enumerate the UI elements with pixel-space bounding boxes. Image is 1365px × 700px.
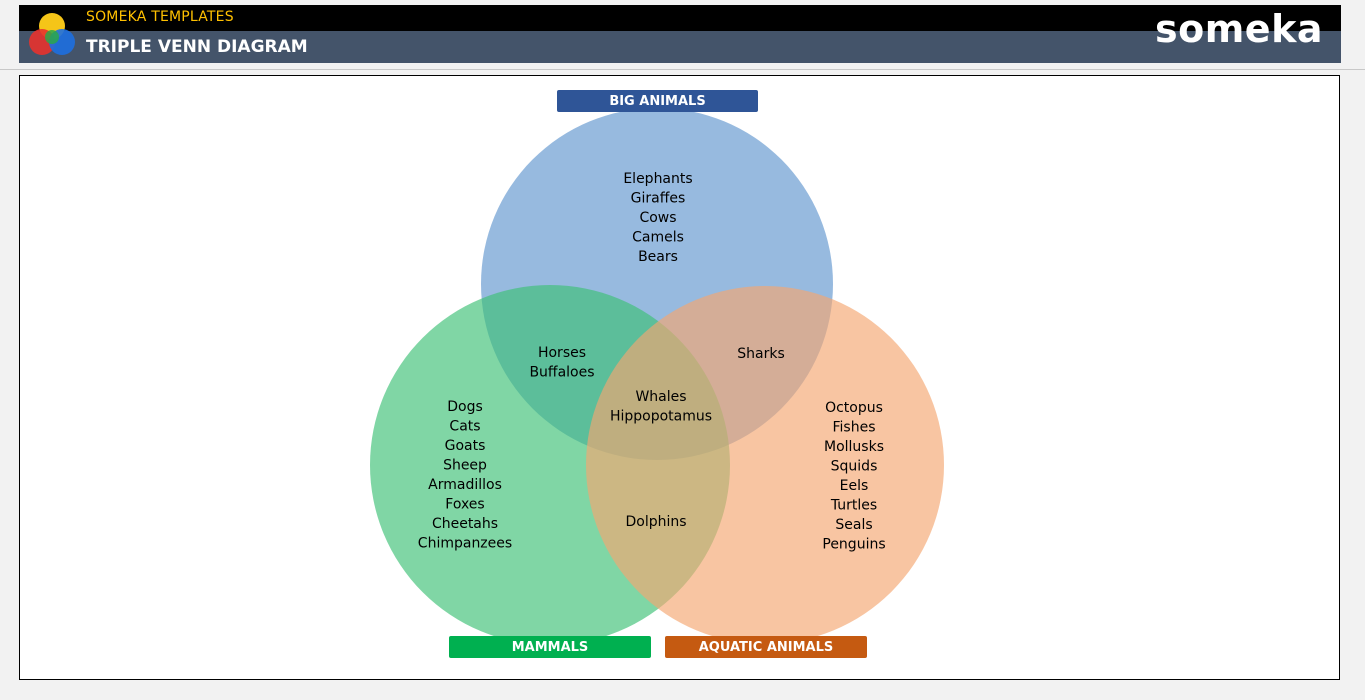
region-big-aquatic: Sharks bbox=[737, 346, 785, 362]
region-item: Cats bbox=[449, 419, 480, 435]
region-mammals-only: DogsCatsGoatsSheepArmadillosFoxesCheetah… bbox=[418, 399, 512, 552]
region-item: Cows bbox=[639, 210, 676, 226]
aquatic-animals-label: AQUATIC ANIMALS bbox=[665, 636, 867, 658]
region-item: Chimpanzees bbox=[418, 536, 512, 552]
page-title: TRIPLE VENN DIAGRAM bbox=[86, 37, 308, 57]
region-item: Bears bbox=[638, 249, 678, 265]
region-item: Buffaloes bbox=[529, 365, 594, 381]
big-animals-label: BIG ANIMALS bbox=[557, 90, 758, 112]
region-item: Camels bbox=[632, 230, 684, 246]
header-bottom-band bbox=[19, 31, 1341, 63]
region-item: Squids bbox=[831, 459, 878, 475]
region-item: Octopus bbox=[825, 400, 883, 416]
region-item: Horses bbox=[538, 345, 586, 361]
region-item: Cheetahs bbox=[432, 516, 498, 532]
venn-logo-icon bbox=[29, 13, 75, 55]
someka-logo: someka bbox=[1154, 7, 1323, 51]
region-item: Hippopotamus bbox=[610, 409, 712, 425]
mammals-label: MAMMALS bbox=[449, 636, 651, 658]
region-item: Turtles bbox=[830, 498, 877, 514]
brand-name: SOMEKA TEMPLATES bbox=[86, 9, 234, 25]
region-item: Elephants bbox=[623, 171, 692, 187]
region-item: Foxes bbox=[445, 497, 484, 513]
header-divider bbox=[0, 69, 1365, 70]
region-item: Armadillos bbox=[428, 477, 502, 493]
region-item: Seals bbox=[835, 517, 872, 533]
aquatic-animals-circle bbox=[586, 286, 944, 644]
region-item: Sharks bbox=[737, 346, 785, 362]
region-aquatic-only: OctopusFishesMollusksSquidsEelsTurtlesSe… bbox=[822, 400, 885, 553]
region-item: Giraffes bbox=[631, 191, 686, 207]
region-mammals-aquatic: Dolphins bbox=[625, 514, 686, 530]
region-item: Fishes bbox=[833, 420, 876, 436]
region-item: Eels bbox=[840, 478, 869, 494]
region-item: Penguins bbox=[822, 537, 885, 553]
header-top-band bbox=[19, 5, 1341, 31]
region-item: Goats bbox=[445, 438, 486, 454]
region-item: Dogs bbox=[447, 399, 483, 415]
region-item: Mollusks bbox=[824, 439, 884, 455]
region-item: Sheep bbox=[443, 458, 487, 474]
region-item: Whales bbox=[635, 389, 686, 405]
header-bar: SOMEKA TEMPLATES TRIPLE VENN DIAGRAM som… bbox=[19, 5, 1341, 63]
region-item: Dolphins bbox=[625, 514, 686, 530]
